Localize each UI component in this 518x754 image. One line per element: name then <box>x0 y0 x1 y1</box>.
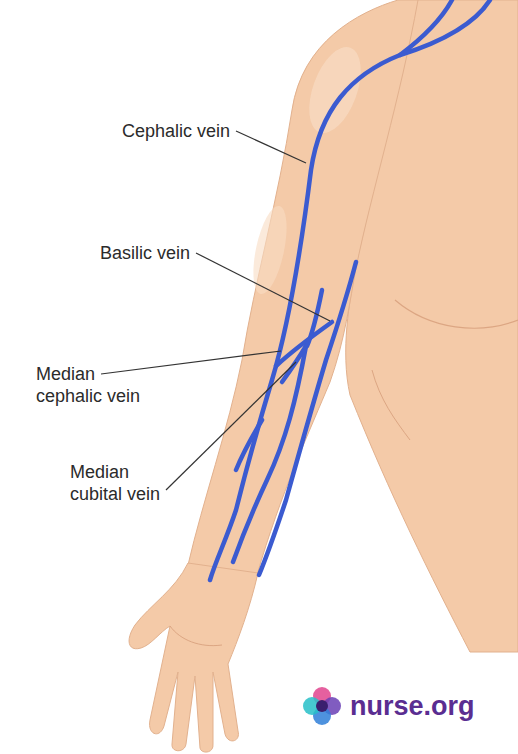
logo-icon <box>303 687 341 725</box>
arm <box>188 0 418 575</box>
leader-line <box>166 362 296 490</box>
watermark: nurse.org <box>350 690 475 722</box>
body-contour <box>372 370 410 440</box>
palm-crease <box>170 626 222 646</box>
vein-branch <box>236 420 262 470</box>
median-antebrachial-vein <box>233 346 306 562</box>
shoulder-highlight <box>299 40 371 140</box>
leader-lines <box>101 131 330 490</box>
part-label: Median cephalic vein <box>36 363 154 407</box>
leader-line <box>236 131 306 163</box>
vein-branch <box>307 290 322 346</box>
part-label: Median cubital vein <box>70 461 176 505</box>
hand <box>129 563 258 752</box>
part-label: Basilic vein <box>100 242 190 264</box>
leader-line <box>101 351 281 374</box>
cephalic-vein <box>210 0 490 580</box>
veins <box>210 0 490 580</box>
vein-branch <box>400 0 452 55</box>
part-label: Cephalic vein <box>122 120 230 142</box>
leader-line <box>196 253 330 321</box>
chest-contour <box>395 300 518 328</box>
